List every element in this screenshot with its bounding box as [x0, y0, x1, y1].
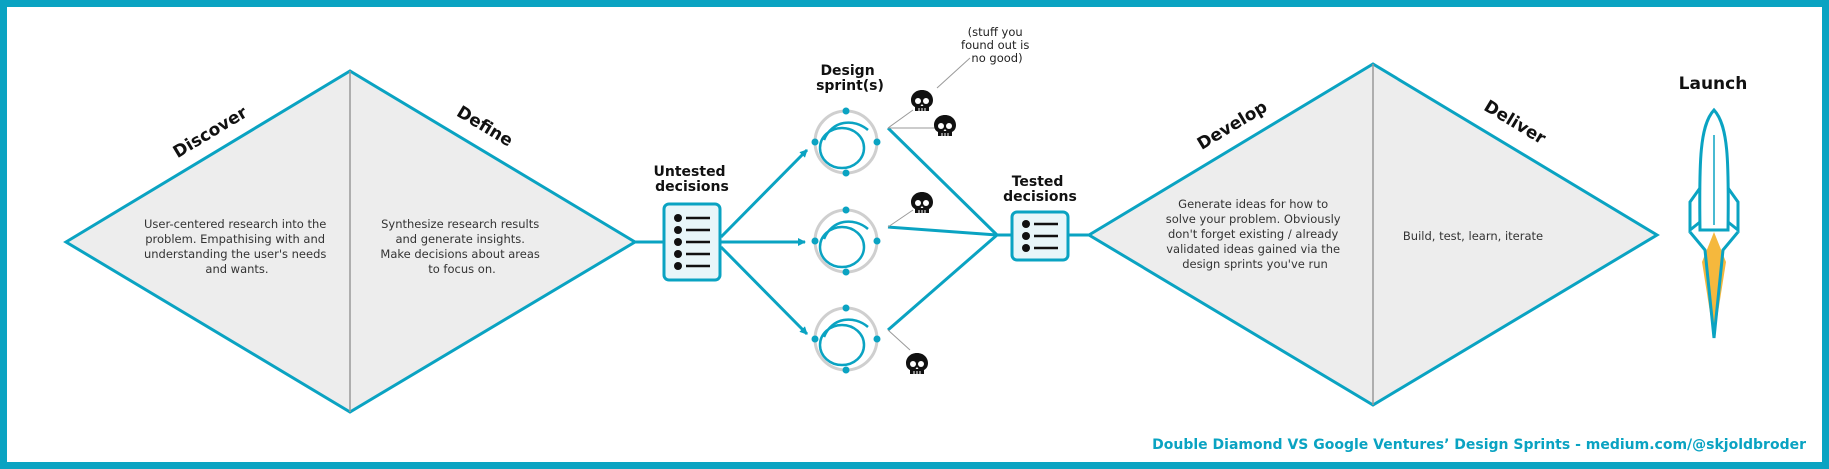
- skull-icon: [910, 191, 934, 214]
- sprint-1-to-tested: [886, 126, 999, 237]
- untested-decisions-label: Untested decisions: [654, 164, 731, 195]
- footer-credit: Double Diamond VS Google Ventures’ Desig…: [1152, 437, 1806, 453]
- pointer-line: [887, 109, 914, 129]
- define-description: Synthesize research results and generate…: [380, 217, 543, 276]
- design-sprints-label: Design sprint(s): [816, 63, 884, 94]
- launch-title: Launch: [1679, 74, 1748, 94]
- develop-description: Generate ideas for how to solve your pro…: [1166, 197, 1345, 271]
- note-pointer-line: [936, 57, 971, 89]
- sprint-cycle-icon: [810, 205, 882, 277]
- skull-icon: [933, 114, 957, 137]
- sprint-3-to-tested: [887, 233, 998, 332]
- skull-icon: [910, 89, 934, 112]
- rocket-icon: [1688, 107, 1740, 339]
- arrow-to-sprint-3: [719, 245, 809, 336]
- tested-decisions-label: Tested decisions: [1003, 174, 1077, 205]
- arrow-to-sprint-1: [719, 148, 809, 239]
- sprint-cycle-icon: [810, 303, 882, 375]
- skull-icon: [905, 352, 929, 375]
- untested-checklist-icon: [662, 202, 722, 282]
- pointer-line: [887, 329, 911, 351]
- tested-checklist-icon: [1010, 210, 1070, 262]
- discover-description: User-centered research into the problem.…: [144, 217, 330, 276]
- no-good-note: (stuff you found out is no good): [961, 25, 1033, 65]
- sprint-2-to-tested: [887, 225, 998, 237]
- deliver-description: Build, test, learn, iterate: [1403, 229, 1543, 243]
- sprint-cycle-icon: [810, 106, 882, 178]
- pointer-line: [887, 209, 914, 228]
